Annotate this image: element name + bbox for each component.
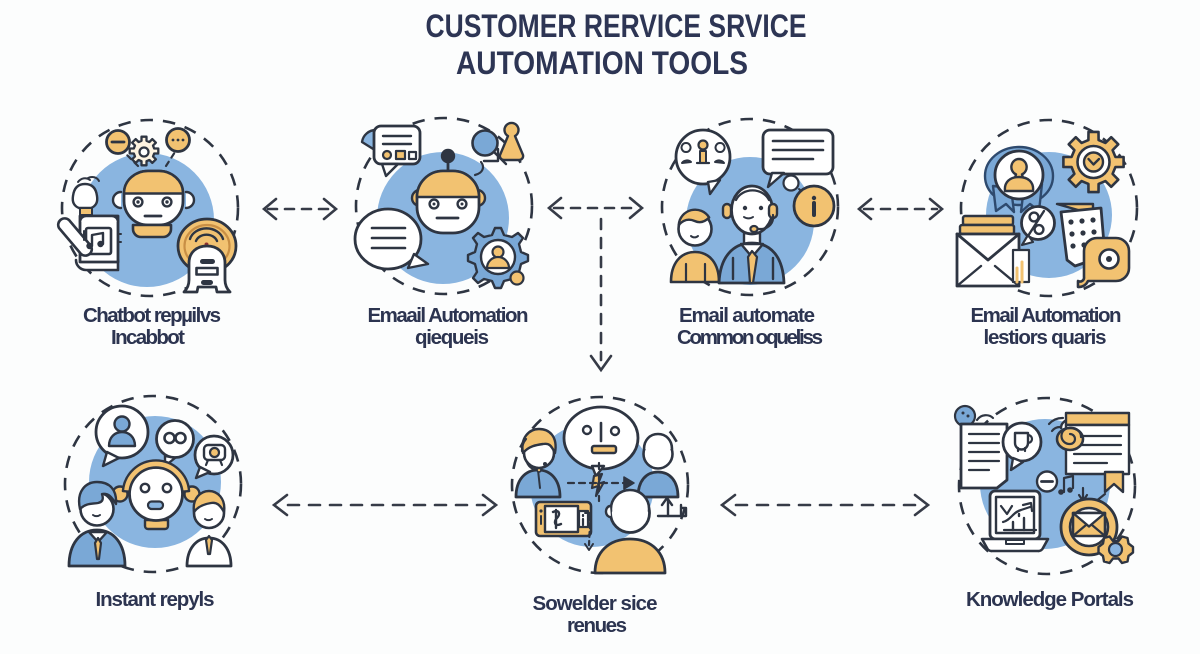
svg-text:renues: renues bbox=[567, 614, 627, 637]
svg-text:Incabbot: Incabbot bbox=[111, 326, 185, 349]
svg-text:Email automate: Email automate bbox=[679, 304, 815, 327]
svg-text:Chatbot repµilvs: Chatbot repµilvs bbox=[83, 304, 221, 327]
svg-text:CUSTOMER RERVICE SRVICE: CUSTOMER RERVICE SRVICE bbox=[426, 8, 807, 44]
svg-text:AUTOMATION TOOLS: AUTOMATION TOOLS bbox=[456, 45, 748, 81]
svg-text:Email Automation: Email Automation bbox=[971, 304, 1122, 327]
svg-text:Instant repyls: Instant repyls bbox=[96, 588, 215, 611]
svg-text:qiequeis: qiequeis bbox=[415, 326, 489, 349]
svg-text:Emaail Automation: Emaail Automation bbox=[368, 304, 529, 327]
svg-text:Knowledge Portals: Knowledge Portals bbox=[966, 588, 1134, 611]
svg-text:lestiors quaris: lestiors quaris bbox=[984, 326, 1107, 349]
svg-text:Sowelder sice: Sowelder sice bbox=[533, 592, 658, 615]
svg-text:Common oqueliss: Common oqueliss bbox=[677, 326, 823, 349]
